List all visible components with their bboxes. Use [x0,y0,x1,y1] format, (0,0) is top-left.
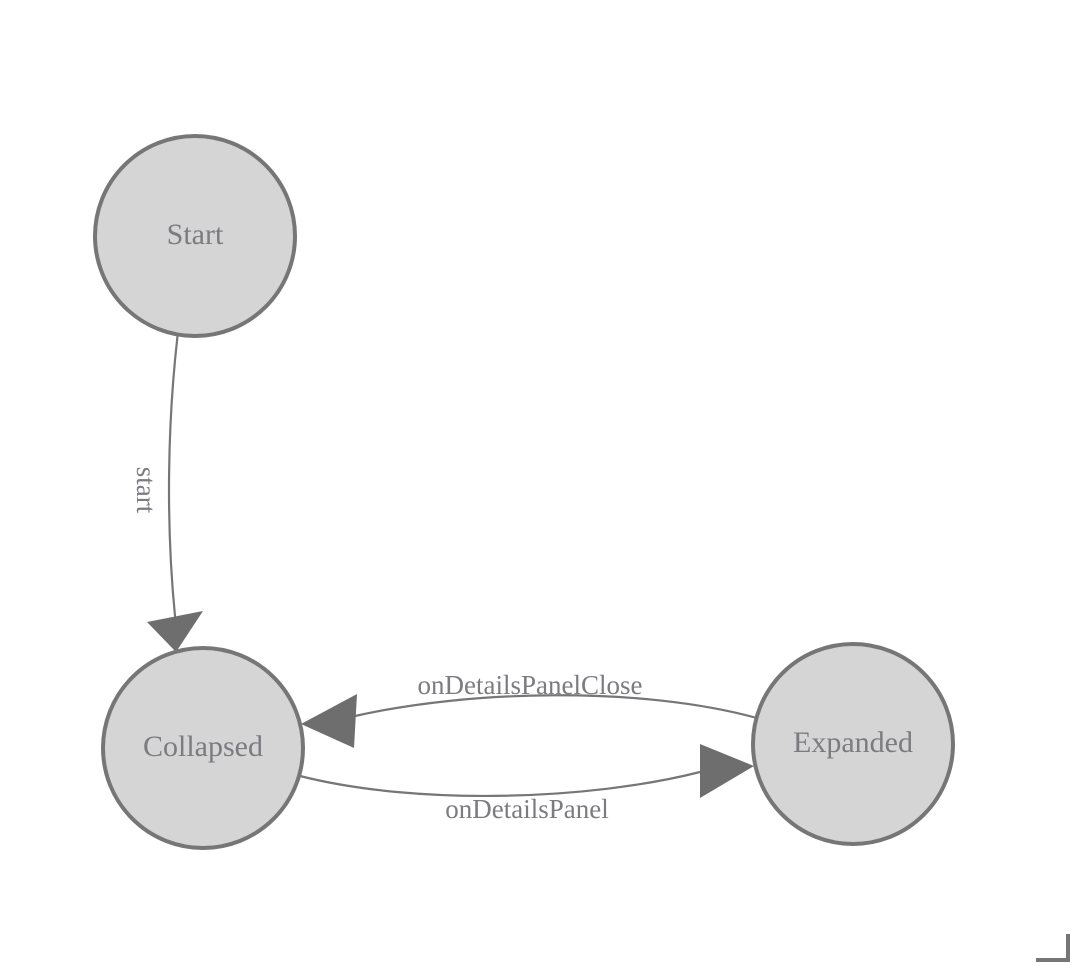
arrowhead-start-to-collapsed [147,611,203,652]
edge-start-to-collapsed[interactable] [147,334,203,652]
state-node-start-circle [93,134,297,338]
edge-label-on-details-panel: onDetailsPanel [445,794,608,824]
resize-handle-horizontal-bar [1036,958,1070,962]
state-node-collapsed-label: Collapsed [143,730,263,763]
edge-label-start: start [131,467,161,514]
arrowhead-collapsed-to-expanded [700,744,754,798]
edge-label-on-details-panel-close: onDetailsPanelClose [418,670,643,700]
edge-collapsed-to-expanded[interactable] [298,744,754,798]
state-node-expanded-circle [751,642,955,846]
arrowhead-expanded-to-collapsed [301,694,357,748]
state-node-start[interactable]: Start [93,134,297,338]
edge-path-collapsed-to-expanded [298,770,702,797]
state-node-collapsed[interactable]: Collapsed [101,646,305,850]
edge-path-start-to-collapsed [167,334,179,618]
state-node-expanded-label: Expanded [793,726,913,759]
resize-handle-vertical-bar [1066,934,1070,962]
resize-handle-icon[interactable] [1036,934,1070,962]
state-node-expanded[interactable]: Expanded [751,642,955,846]
edge-expanded-to-collapsed[interactable] [301,694,759,748]
state-node-collapsed-circle [101,646,305,850]
state-node-start-label: Start [167,218,224,251]
edge-path-expanded-to-collapsed [353,694,759,720]
